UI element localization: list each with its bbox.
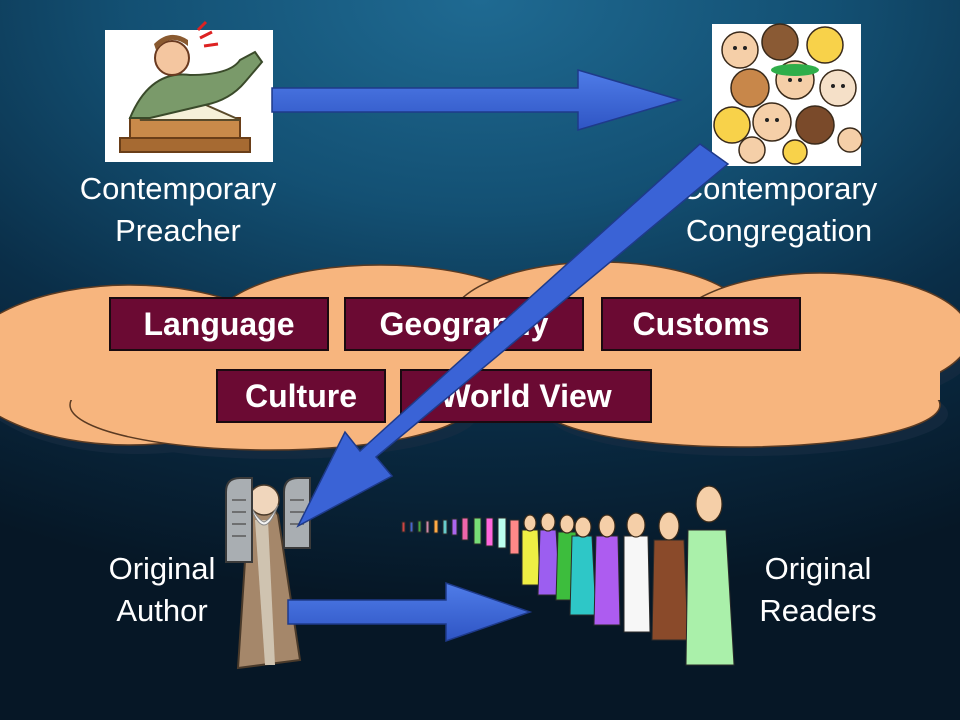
original-author-label: Original Author — [108, 551, 216, 628]
barrier-language: Language — [109, 297, 329, 351]
author-to-readers-arrow — [287, 581, 533, 643]
people-line-icon — [401, 485, 735, 666]
barrier-customs: Customs — [601, 297, 801, 351]
crowd-faces-icon — [712, 23, 863, 166]
contemporary-preacher-label: Contemporary Preacher — [79, 171, 277, 248]
congregation-to-author-arrow — [296, 143, 730, 528]
barrier-culture: Culture — [216, 369, 386, 423]
preacher-to-congregation-arrow — [271, 68, 683, 132]
preacher-clipart-icon — [105, 20, 273, 162]
moses-tablets-icon — [225, 477, 311, 670]
original-readers-label: Original Readers — [759, 551, 877, 628]
